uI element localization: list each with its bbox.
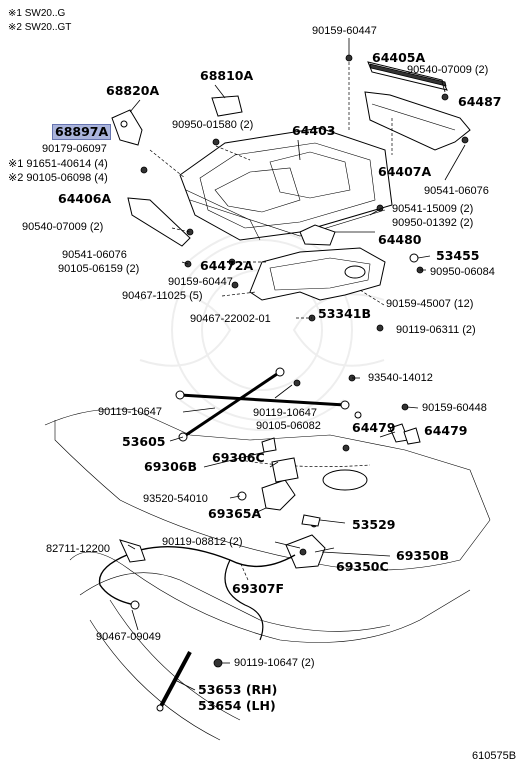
hood-hinge-left xyxy=(111,109,143,146)
release-cable xyxy=(98,539,296,668)
part-label[interactable]: 90541-15009 (2) xyxy=(392,203,474,215)
lock-striker xyxy=(299,224,336,246)
part-label[interactable]: 90950-06084 xyxy=(430,266,495,278)
part-label[interactable]: 90119-10647 xyxy=(253,407,318,419)
part-label[interactable]: ※2 90105-06098 (4) xyxy=(8,172,108,184)
part-label[interactable]: 90119-08812 (2) xyxy=(162,536,243,548)
part-label[interactable]: 64406A xyxy=(58,191,112,206)
part-label[interactable]: 93520-54010 xyxy=(143,493,208,505)
figure-id: 610575B xyxy=(472,750,517,762)
hood-trim-panel xyxy=(364,91,471,151)
part-label[interactable]: 90179-06097 xyxy=(42,143,107,155)
part-label[interactable]: 68810A xyxy=(200,68,254,83)
release-lever xyxy=(261,479,296,511)
part-label[interactable]: 69350C xyxy=(336,559,389,574)
part-label[interactable]: 90467-09049 xyxy=(96,631,161,643)
hood-latch xyxy=(285,514,326,569)
variant-note-1: ※1 SW20..G xyxy=(8,8,66,19)
part-label[interactable]: 68820A xyxy=(106,83,160,98)
part-label[interactable]: 90950-01392 (2) xyxy=(392,217,474,229)
part-label[interactable]: 90159-60448 xyxy=(422,402,487,414)
part-label[interactable]: 64405A xyxy=(372,50,426,65)
part-label[interactable]: ※1 91651-40614 (4) xyxy=(8,158,108,170)
part-label[interactable]: 69306B xyxy=(144,459,198,474)
hood-support-rods xyxy=(175,367,409,442)
part-label[interactable]: 64479 xyxy=(352,420,396,435)
part-label[interactable]: 90119-10647 xyxy=(98,406,163,418)
part-label[interactable]: 69306C xyxy=(212,450,265,465)
part-label[interactable]: 90540-07009 (2) xyxy=(407,64,489,76)
part-label[interactable]: 90159-60447 xyxy=(312,25,377,37)
part-label[interactable]: 64472A xyxy=(200,258,254,273)
variant-note-2: ※2 SW20..GT xyxy=(8,22,72,33)
part-label[interactable]: 90541-06076 xyxy=(62,249,127,261)
part-label[interactable]: 53605 xyxy=(122,434,166,449)
part-label[interactable]: 90467-11025 (5) xyxy=(122,290,203,302)
seal-strip-top xyxy=(367,61,448,91)
hood-panel xyxy=(179,127,393,241)
leader-lines-bottom xyxy=(127,377,419,691)
part-label[interactable]: 90119-06311 (2) xyxy=(396,324,476,336)
part-label[interactable]: 64479 xyxy=(424,423,468,438)
part-label[interactable]: 64487 xyxy=(458,94,502,109)
part-label[interactable]: 64407A xyxy=(378,164,432,179)
part-label[interactable]: 53653 (RH) xyxy=(198,682,278,697)
part-label[interactable]: 90105-06159 (2) xyxy=(58,263,140,275)
fasteners-top xyxy=(140,54,469,332)
part-label[interactable]: 69307F xyxy=(232,581,285,596)
part-label[interactable]: 90950-01580 (2) xyxy=(172,119,254,131)
part-label[interactable]: 69350B xyxy=(396,548,450,563)
part-label[interactable]: 53341B xyxy=(318,306,372,321)
part-label[interactable]: 90159-45007 (12) xyxy=(386,298,474,310)
part-label[interactable]: 93540-14012 xyxy=(368,372,433,384)
part-label[interactable]: 90540-07009 (2) xyxy=(22,221,104,233)
leader-lines-top xyxy=(129,38,466,319)
part-label[interactable]: 90541-06076 xyxy=(424,185,489,197)
part-label[interactable]: 69365A xyxy=(208,506,262,521)
part-label[interactable]: 90119-10647 (2) xyxy=(234,657,315,669)
lever-bracket xyxy=(271,457,299,483)
part-label[interactable]: 82711-12200 xyxy=(46,543,111,555)
part-label[interactable]: 53529 xyxy=(352,517,396,532)
left-side-trim xyxy=(127,197,191,247)
insulator-pad xyxy=(249,247,386,301)
small-brackets xyxy=(237,411,421,501)
part-label[interactable]: 53455 xyxy=(436,248,480,263)
part-label[interactable]: 64403 xyxy=(292,123,336,138)
part-label[interactable]: 53654 (LH) xyxy=(198,698,276,713)
hood-stay xyxy=(156,651,192,712)
part-label[interactable]: 64480 xyxy=(378,232,422,247)
part-label-highlighted[interactable]: 68897A xyxy=(52,124,112,140)
part-label[interactable]: 90467-22002-01 xyxy=(190,313,271,325)
hood-hinge-right xyxy=(211,95,243,117)
part-label[interactable]: 90105-06082 xyxy=(256,420,321,432)
part-label[interactable]: 90159-60447 xyxy=(168,276,233,288)
